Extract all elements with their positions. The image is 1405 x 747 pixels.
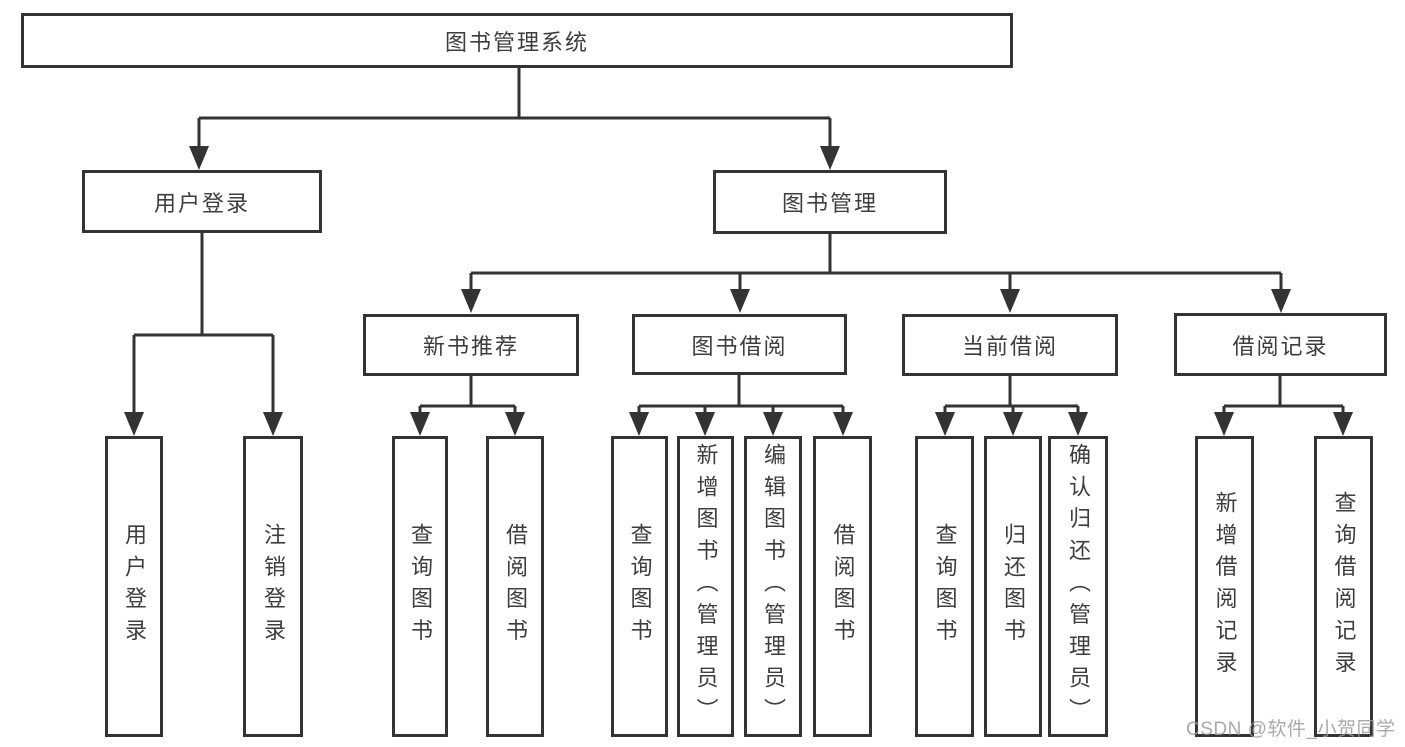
leaf-query-books-recommend: 查询图书 — [392, 436, 448, 737]
node-book-management: 图书管理 — [713, 170, 947, 234]
node-new-book-recommend: 新书推荐 — [363, 314, 579, 376]
leaf-query-books-current: 查询图书 — [915, 436, 974, 737]
leaf-query-books-borrowing: 查询图书 — [611, 436, 668, 737]
leaf-borrow-books-recommend: 借阅图书 — [486, 436, 544, 737]
node-user-login: 用户登录 — [82, 170, 322, 233]
arrowheads — [124, 146, 1353, 436]
node-borrowing-records: 借阅记录 — [1174, 313, 1387, 376]
leaf-query-borrow-record: 查询借阅记录 — [1314, 436, 1373, 737]
leaf-return-books: 归还图书 — [984, 436, 1042, 737]
leaf-logout: 注销登录 — [243, 436, 303, 737]
node-book-borrowing: 图书借阅 — [632, 314, 847, 375]
leaf-add-borrow-record: 新增借阅记录 — [1195, 436, 1254, 737]
node-library-system: 图书管理系统 — [21, 13, 1013, 68]
leaf-borrow-books: 借阅图书 — [813, 436, 872, 737]
leaf-edit-book-admin: 编辑图书（管理员） — [744, 436, 802, 737]
node-current-borrowing: 当前借阅 — [902, 314, 1118, 376]
leaf-user-login: 用户登录 — [105, 436, 163, 737]
leaf-add-book-admin: 新增图书（管理员） — [677, 436, 734, 737]
leaf-confirm-return-admin: 确认归还（管理员） — [1048, 436, 1108, 737]
